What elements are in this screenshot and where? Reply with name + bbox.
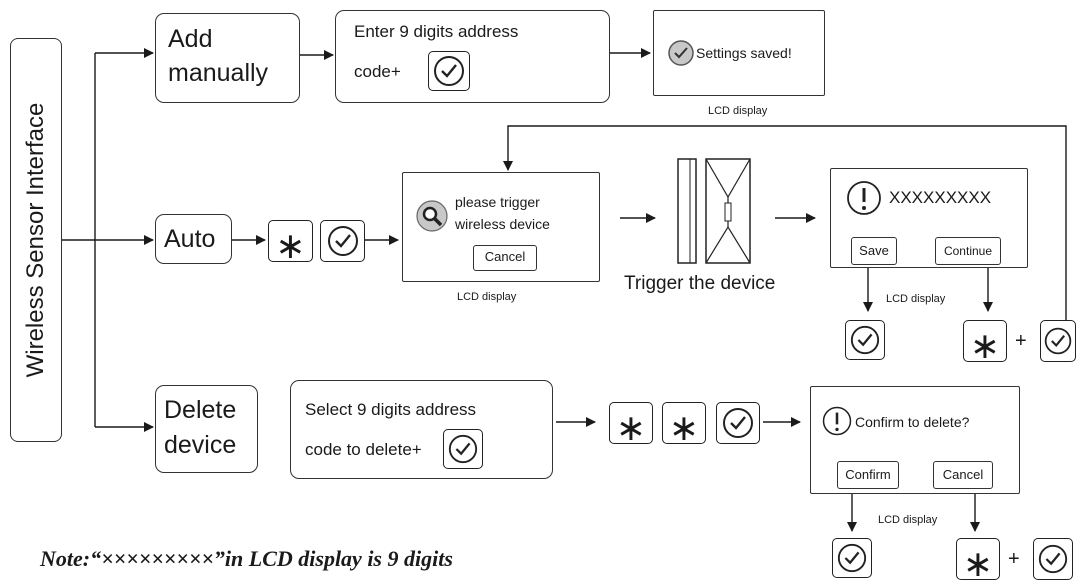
please-trigger-line2: wireless device	[455, 216, 550, 232]
trigger-caption: Trigger the device	[624, 273, 776, 294]
lcd-device-code: XXXXXXXXX Save Continue	[830, 168, 1028, 268]
add-label-line2: manually	[168, 59, 269, 87]
plus-sign: +	[1015, 330, 1027, 352]
cancel-button[interactable]: Cancel	[473, 245, 537, 271]
enter-address-line2: code+	[354, 62, 401, 81]
auto-label: Auto	[164, 225, 216, 253]
select-address-box: Select 9 digits address code to delete+	[290, 380, 553, 479]
confirm-key[interactable]	[1040, 320, 1076, 362]
delete-device-box: Delete device	[155, 385, 258, 473]
plus-sign: +	[1008, 548, 1020, 570]
add-label-line1: Add	[168, 25, 213, 53]
please-trigger-line1: please trigger	[455, 194, 540, 210]
check-circle-icon	[723, 408, 753, 438]
confirm-key[interactable]	[428, 51, 470, 91]
settings-saved-text: Settings saved!	[696, 45, 792, 61]
confirm-button[interactable]: Confirm	[837, 461, 899, 489]
delete-label-line2: device	[164, 431, 237, 459]
lcd-caption-result: LCD display	[886, 293, 946, 305]
search-icon	[416, 200, 448, 232]
footnote: Note:“×××××××××”in LCD display is 9 digi…	[40, 546, 453, 571]
cancel-button[interactable]: Cancel	[933, 461, 993, 489]
check-circle-icon	[850, 325, 880, 355]
lcd-please-trigger: please trigger wireless device Cancel	[402, 172, 600, 282]
check-circle-icon	[1038, 544, 1068, 574]
enter-address-box: Enter 9 digits address code+	[335, 10, 610, 103]
loop-back-arrow	[503, 125, 1067, 322]
check-circle-icon	[434, 56, 464, 86]
select-address-line1: Select 9 digits address	[305, 400, 477, 419]
confirm-key[interactable]	[716, 402, 760, 444]
exclamation-icon	[847, 181, 881, 215]
exclamation-icon	[822, 406, 852, 436]
confirm-key[interactable]	[320, 220, 365, 262]
star-key-label: ∗	[969, 326, 1001, 367]
check-circle-icon	[448, 434, 478, 464]
star-key-label: ∗	[615, 408, 647, 449]
device-code-text: XXXXXXXXX	[889, 188, 992, 207]
side-label: Wireless Sensor Interface	[22, 102, 49, 378]
lcd-caption-delete: LCD display	[878, 514, 938, 526]
delete-label-line1: Delete	[164, 396, 237, 424]
star-key[interactable]: ∗	[956, 538, 1000, 585]
wireless-sensor-interface-box: Wireless Sensor Interface	[10, 38, 62, 442]
save-button[interactable]: Save	[851, 237, 897, 265]
check-circle-icon	[668, 40, 694, 66]
lcd-caption-add: LCD display	[708, 105, 768, 117]
star-key[interactable]: ∗	[609, 402, 653, 449]
continue-button[interactable]: Continue	[935, 237, 1001, 265]
door-sensor-icon	[677, 158, 751, 264]
enter-address-line1: Enter 9 digits address	[354, 22, 519, 41]
lcd-settings-saved: Settings saved!	[653, 10, 825, 96]
select-address-line2: code to delete+	[305, 440, 422, 459]
star-key-label: ∗	[275, 226, 306, 267]
confirm-key[interactable]	[845, 320, 885, 360]
star-key-label: ∗	[962, 544, 994, 585]
check-circle-icon	[327, 226, 358, 256]
confirm-key[interactable]	[1033, 538, 1073, 580]
add-manually-box: Add manually	[155, 13, 300, 103]
confirm-key[interactable]	[443, 429, 483, 469]
star-key[interactable]: ∗	[268, 220, 313, 267]
auto-box: Auto	[155, 214, 232, 264]
confirm-key[interactable]	[832, 538, 872, 578]
star-key-label: ∗	[668, 408, 700, 449]
lcd-confirm-delete: Confirm to delete? Confirm Cancel	[810, 386, 1020, 494]
star-key[interactable]: ∗	[963, 320, 1007, 367]
confirm-delete-text: Confirm to delete?	[855, 414, 970, 430]
check-circle-icon	[837, 543, 867, 573]
check-circle-icon	[1044, 327, 1072, 355]
lcd-caption-auto: LCD display	[457, 291, 517, 303]
star-key[interactable]: ∗	[662, 402, 706, 449]
